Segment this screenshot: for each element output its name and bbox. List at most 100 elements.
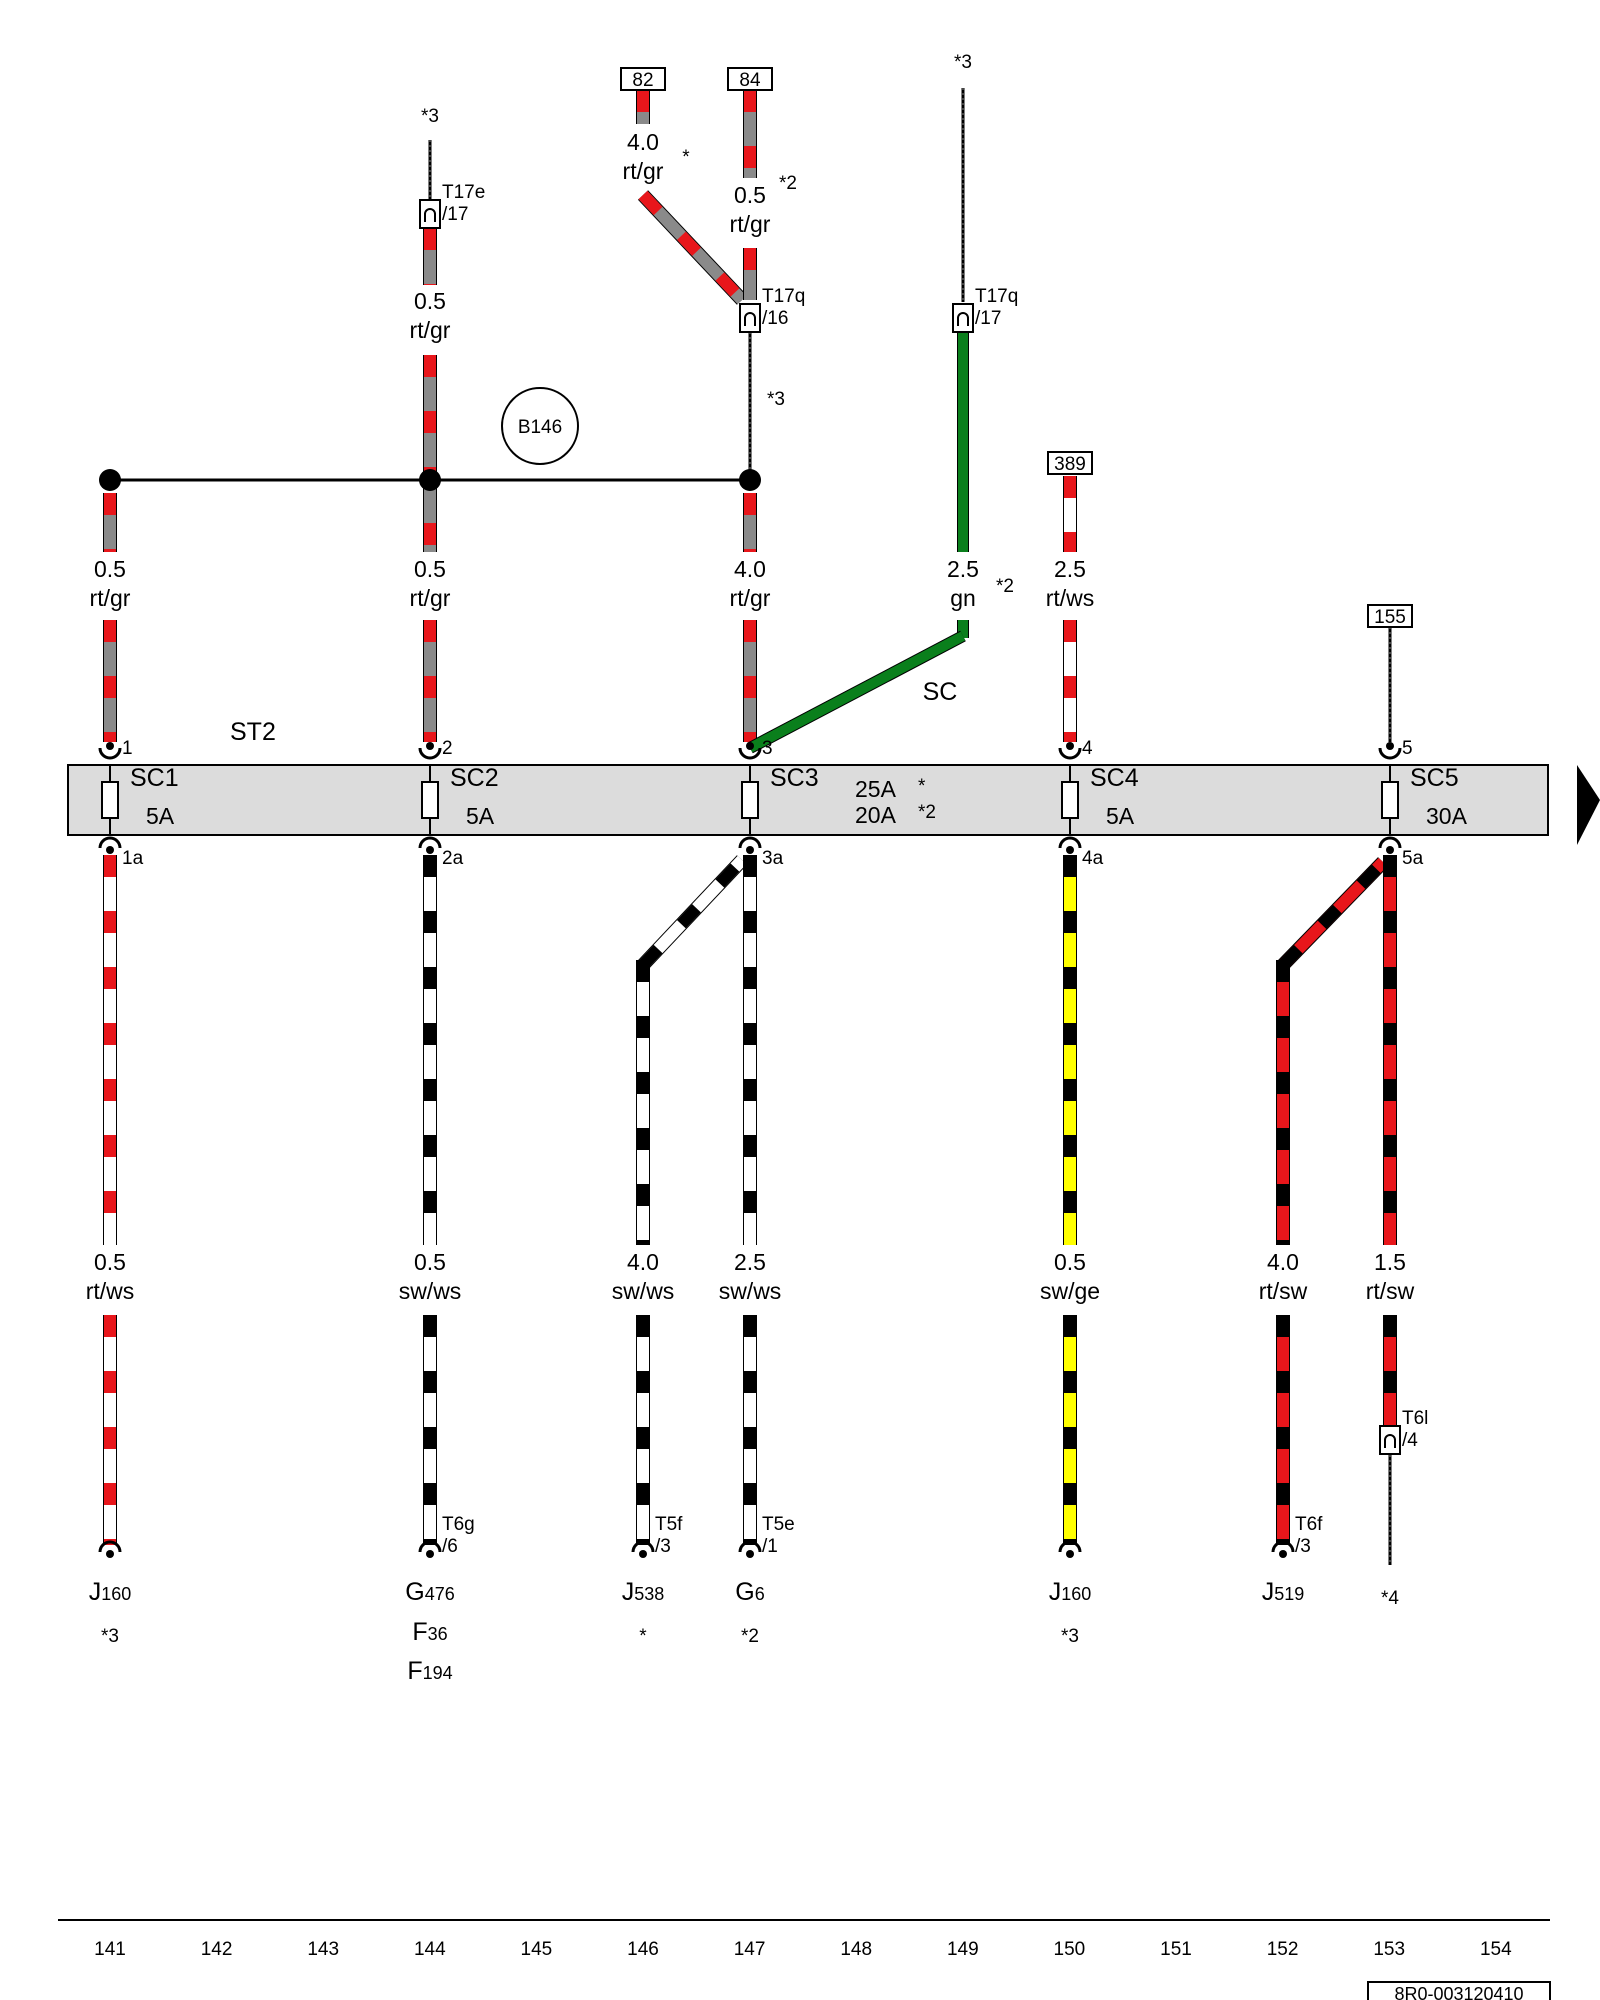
sc-label: SC: [923, 678, 958, 706]
grid-number-153: 153: [1373, 1939, 1405, 1960]
fuse-SC2-terminal-in-dot: [426, 742, 434, 750]
fuse-SC4-terminal-out: [1058, 836, 1082, 849]
fuse-SC5-rating: 30A: [1426, 803, 1468, 829]
fuse-SC2-terminal-in: [418, 747, 442, 760]
conn-t17q-17-box: [952, 303, 974, 333]
grid-number-146: 146: [627, 1939, 659, 1960]
wire-b7-color: rt/sw: [1366, 1278, 1415, 1304]
fuse-SC2-rating: 5A: [466, 803, 495, 829]
wire-b6-diag-stripe: [1278, 857, 1388, 970]
wire-c3-top-gauge: 4.0: [734, 556, 766, 582]
fuse-SC4-terminal-out-dot: [1066, 846, 1074, 854]
component-5: J160: [1049, 1578, 1092, 1606]
fuse-SC4-rating: 5A: [1106, 803, 1135, 829]
wire-c3-top-color: rt/gr: [730, 585, 771, 611]
grid-number-147: 147: [734, 1939, 766, 1960]
note-c2-top: *3: [421, 106, 439, 127]
component-5-note: *3: [1061, 1626, 1079, 1647]
ref-389-box: [1047, 451, 1093, 475]
conn-T5f-pin: /3: [655, 1536, 671, 1557]
wire-b2-gauge: 0.5: [414, 1249, 446, 1275]
wire-b3-diag-stripe: [638, 855, 747, 970]
wire-gn-color: gn: [950, 585, 976, 611]
component-2-extra-1-number: 194: [423, 1663, 453, 1683]
fuse-SC4-pin-out: 4a: [1082, 848, 1104, 869]
note-c4-top: *3: [954, 52, 972, 73]
fuse-SC1-terminal-out-dot: [106, 846, 114, 854]
component-3: J538: [622, 1578, 665, 1606]
wire-c1-top-color: rt/gr: [90, 585, 131, 611]
fuse-SC1-rating: 5A: [146, 803, 175, 829]
fuse-SC1-pin-out: 1a: [122, 848, 144, 869]
component-2-extra-0-letter: F: [412, 1618, 427, 1646]
terminal-b3: [631, 1540, 655, 1553]
grid-number-152: 152: [1267, 1939, 1299, 1960]
fuse-SC4-pin-in: 4: [1082, 738, 1093, 759]
wire-c2-low-gauge: 0.5: [414, 556, 446, 582]
component-4-letter: G: [735, 1578, 754, 1606]
grid-number-145: 145: [521, 1939, 553, 1960]
conn-t17e-name: T17e: [442, 182, 485, 203]
fuse-box: [67, 764, 1549, 836]
terminal-b1: [98, 1540, 122, 1553]
ref-82: 82: [632, 70, 653, 91]
grid-number-141: 141: [94, 1939, 126, 1960]
fuse-SC1-terminal-out: [98, 836, 122, 849]
conn-t17q-16-box: [739, 303, 761, 333]
ref-84-box: [727, 67, 773, 91]
component-1-letter: J: [89, 1578, 102, 1606]
wire-82-diag-stripe: [638, 190, 747, 305]
fuse-SC5-terminal-out-dot: [1386, 846, 1394, 854]
grid-number-154: 154: [1480, 1939, 1512, 1960]
wire-389-gauge: 2.5: [1054, 556, 1086, 582]
fuse-SC4-name: SC4: [1090, 764, 1139, 792]
conn-t17q-16-pin: /16: [762, 308, 788, 329]
wire-b4-gauge: 2.5: [734, 1249, 766, 1275]
conn-t17q-16-pin-icon: [744, 312, 756, 326]
component-2: G476: [405, 1578, 455, 1606]
grid-number-142: 142: [201, 1939, 233, 1960]
component-5-letter: J: [1049, 1578, 1062, 1606]
component-4: G6: [735, 1578, 764, 1606]
fuse-SC5-pin-out: 5a: [1402, 848, 1424, 869]
grid-number-144: 144: [414, 1939, 446, 1960]
wire-82-note: *: [682, 147, 690, 168]
component-6-number: 519: [1274, 1584, 1304, 1604]
component-2-extra-0-number: 36: [428, 1624, 448, 1644]
terminal-b3-dot: [639, 1550, 647, 1558]
conn-T6f-pin: /3: [1295, 1536, 1311, 1557]
fuse-SC3-name: SC3: [770, 764, 819, 792]
conn-t17e-box: [419, 199, 441, 229]
fuse-SC3-terminal-in: [738, 747, 762, 760]
wire-b5-gauge: 0.5: [1054, 1249, 1086, 1275]
fuse-SC4-terminal-in-dot: [1066, 742, 1074, 750]
note-c3: *3: [767, 389, 785, 410]
terminal-b4-dot: [746, 1550, 754, 1558]
wire-82-gauge: 4.0: [627, 129, 659, 155]
component-3-number: 538: [634, 1584, 664, 1604]
fuse-SC1-terminal-in: [98, 747, 122, 760]
fuse-SC5-name: SC5: [1410, 764, 1459, 792]
conn-t6l-box: [1379, 1425, 1401, 1455]
wire-389-color: rt/ws: [1046, 585, 1095, 611]
conn-T6g-pin: /6: [442, 1536, 458, 1557]
conn-T5f-name: T5f: [655, 1514, 683, 1535]
grid-number-151: 151: [1160, 1939, 1192, 1960]
wire-84-note: *2: [779, 173, 797, 194]
b146-label: B146: [518, 417, 562, 438]
conn-t17e-pin: /17: [442, 204, 468, 225]
ref-155-box: [1367, 604, 1413, 628]
wire-c2-low-color: rt/gr: [410, 585, 451, 611]
wire-b1-color: rt/ws: [86, 1278, 135, 1304]
component-1: J160: [89, 1578, 132, 1606]
fuse-SC3-pin-in: 3: [762, 738, 773, 759]
component-4-number: 6: [755, 1584, 765, 1604]
wire-gn-gauge: 2.5: [947, 556, 979, 582]
ref-84: 84: [739, 70, 761, 91]
wire-84-color: rt/gr: [730, 211, 771, 237]
wire-b6-color: rt/sw: [1259, 1278, 1308, 1304]
sc3-rating-1: 20A: [855, 802, 897, 828]
terminal-b5: [1058, 1540, 1082, 1553]
